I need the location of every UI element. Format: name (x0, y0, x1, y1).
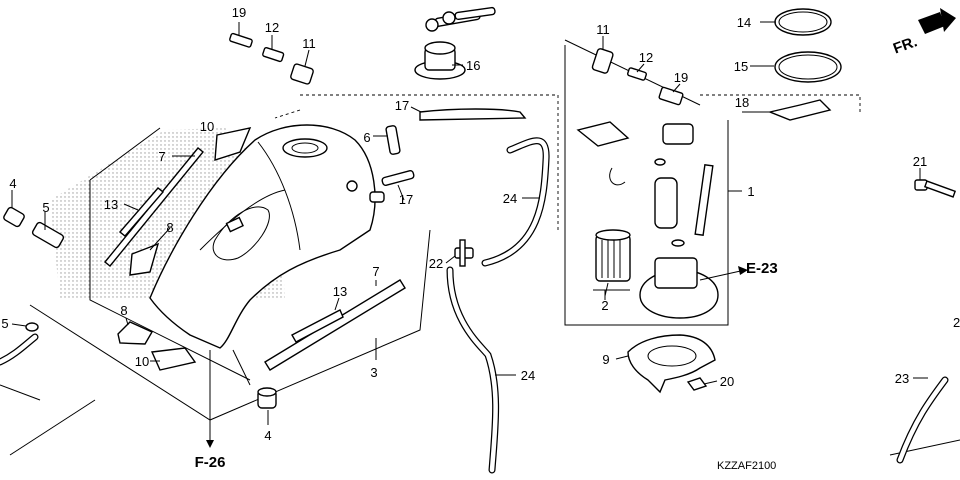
callout-2: 2 (601, 298, 608, 313)
callout-1: 1 (747, 184, 754, 199)
callout-20: 20 (720, 374, 734, 389)
callout-11: 11 (302, 36, 316, 51)
callout-21: 21 (913, 154, 927, 169)
leader-lines (11, 21, 928, 448)
callout-5: 5 (42, 200, 49, 215)
callout-5: 5 (1, 316, 8, 331)
right-bolt (914, 179, 957, 198)
fuel-hoses (381, 108, 949, 474)
callout-labels: 19 12 11 16 11 12 19 14 15 18 17 6 10 7 … (1, 5, 960, 443)
callout-19: 19 (232, 5, 246, 20)
fuel-pump-assembly (576, 48, 832, 319)
fuel-cap-with-keys (414, 6, 496, 80)
callout-8: 8 (120, 303, 127, 318)
callout-14: 14 (737, 15, 751, 30)
callout-13: 13 (104, 197, 118, 212)
callout-10: 10 (200, 119, 214, 134)
callout-7: 7 (372, 264, 379, 279)
callout-17: 17 (395, 98, 409, 113)
callout-2: 2 (953, 315, 960, 330)
section-ref-e23: E-23 (746, 260, 778, 277)
callout-12: 12 (265, 20, 279, 35)
callout-9: 9 (602, 352, 609, 367)
front-direction-arrow (918, 8, 956, 34)
callout-22: 22 (429, 256, 443, 271)
section-ref-f26: F-26 (195, 454, 226, 471)
callout-11: 11 (596, 22, 610, 37)
top-left-fasteners (229, 32, 314, 85)
callout-17: 17 (399, 192, 413, 207)
diagram-code: KZZAF2100 (717, 460, 776, 472)
callout-13: 13 (333, 284, 347, 299)
callout-12: 12 (639, 50, 653, 65)
callout-24: 24 (521, 368, 535, 383)
callout-8: 8 (166, 220, 173, 235)
callout-4: 4 (9, 176, 16, 191)
callout-7: 7 (158, 149, 165, 164)
fuel-tank (149, 124, 385, 349)
callout-15: 15 (734, 59, 748, 74)
callout-18: 18 (735, 95, 749, 110)
callout-10: 10 (135, 354, 149, 369)
assembly-frame-lines (0, 39, 960, 456)
front-direction-label: FR. (891, 33, 920, 57)
callout-6: 6 (363, 130, 370, 145)
callout-4: 4 (264, 428, 271, 443)
callout-16: 16 (466, 58, 480, 73)
pump-retainer-plate (627, 334, 716, 394)
tank-rubber-strips (104, 127, 406, 371)
left-fasteners (0, 206, 277, 409)
callout-23: 23 (895, 371, 909, 386)
callout-24: 24 (503, 191, 517, 206)
callout-3: 3 (370, 365, 377, 380)
pump-seals (774, 8, 842, 83)
callout-19: 19 (674, 70, 688, 85)
